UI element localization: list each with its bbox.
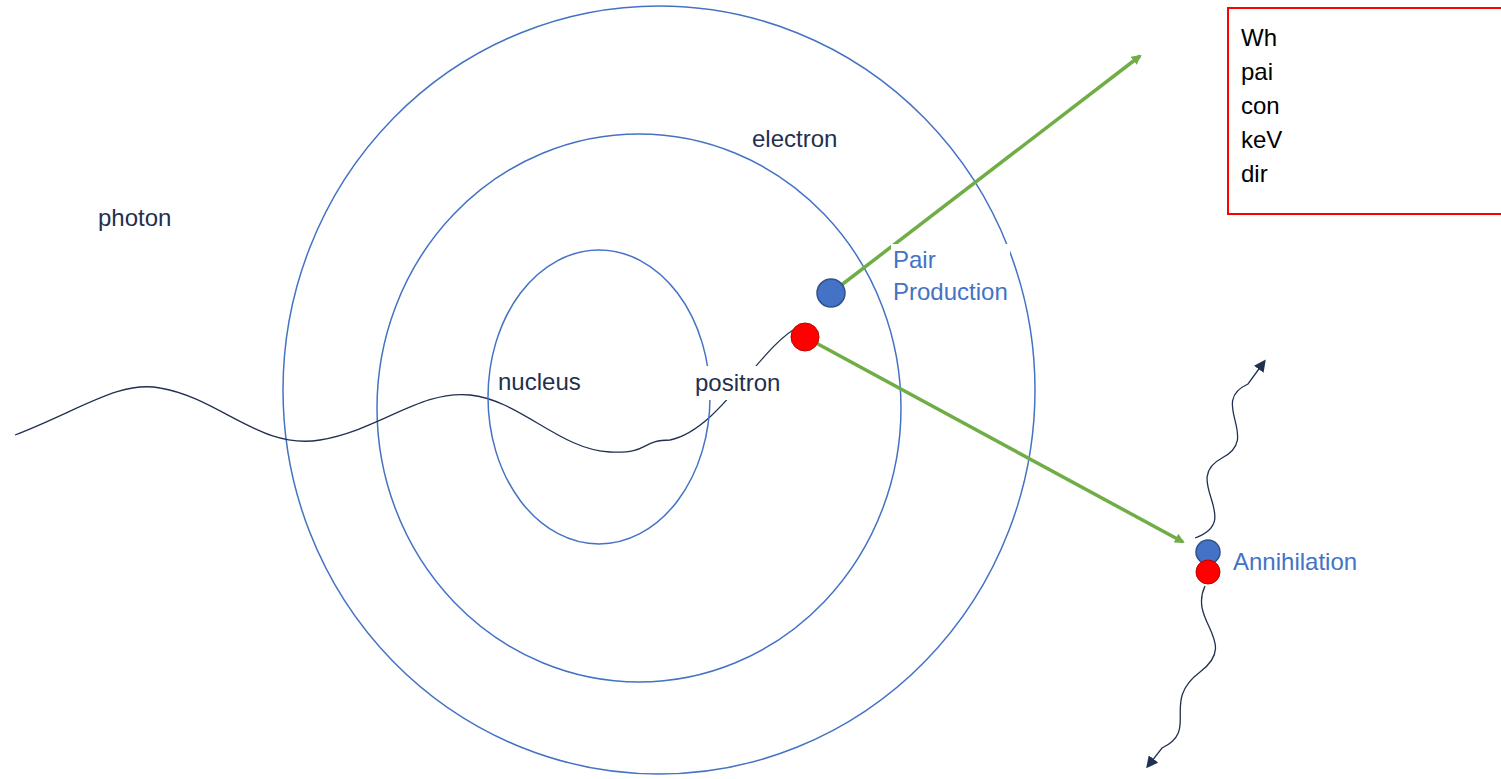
gamma-wave bbox=[1148, 586, 1216, 766]
electron-label: electron bbox=[750, 122, 839, 156]
positron-dot bbox=[791, 323, 819, 351]
nucleus-label: nucleus bbox=[498, 365, 581, 399]
process-label: Annihilation bbox=[1231, 545, 1359, 579]
process-label: Pair Production bbox=[891, 244, 1010, 309]
photon-wave bbox=[15, 326, 800, 452]
gamma-wave bbox=[1195, 362, 1264, 538]
note-box: Wh pai con keV dir bbox=[1227, 7, 1501, 215]
nucleus-circle: nucleus bbox=[487, 249, 711, 545]
positron-label: positron bbox=[693, 366, 782, 400]
positron-track bbox=[805, 337, 1183, 542]
note-text: Wh pai con keV dir bbox=[1241, 21, 1282, 191]
nucleus-outline bbox=[487, 249, 711, 545]
positron-dot bbox=[1196, 560, 1220, 584]
outer-shell bbox=[283, 6, 1035, 774]
middle-shell bbox=[377, 134, 901, 682]
photon-label: photon bbox=[96, 201, 173, 235]
electron-dot bbox=[817, 279, 845, 307]
